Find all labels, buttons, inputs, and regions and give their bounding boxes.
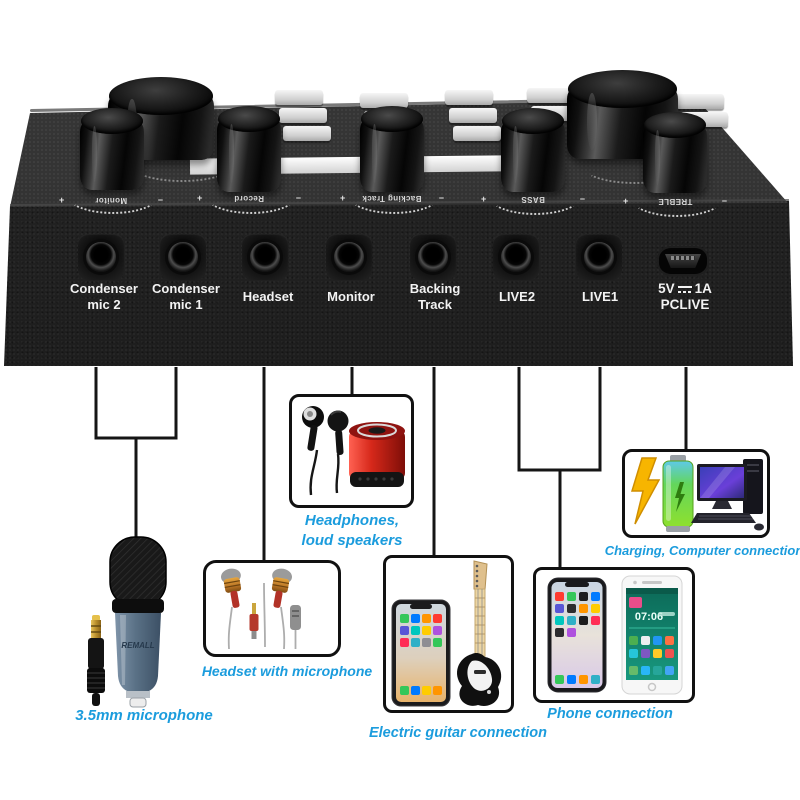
port-label-pclive: 5V 1A PCLIVE xyxy=(658,281,712,312)
jack-plug-3-5mm xyxy=(87,615,105,706)
caption-mic: 3.5mm microphone xyxy=(75,707,213,724)
electric-guitar xyxy=(457,560,502,706)
battery-icon xyxy=(662,455,694,532)
big-knob-arc xyxy=(583,150,687,184)
microphone-body: REMALL xyxy=(109,536,167,708)
panel-button xyxy=(275,90,323,105)
phones-illustration: 07:06 xyxy=(547,575,683,695)
jack-socket xyxy=(168,242,198,272)
backing-track-jack[interactable] xyxy=(410,234,456,280)
electric-guitar-box xyxy=(383,555,514,713)
caption-phone: Phone connection xyxy=(547,706,673,722)
port-label-monitor: Monitor xyxy=(327,289,375,304)
button-column-3 xyxy=(445,90,501,141)
inline-mic xyxy=(290,605,301,649)
phone-clock-text: 07:06 xyxy=(635,611,663,623)
earbud-left xyxy=(220,568,242,608)
panel-button xyxy=(527,88,575,103)
button-column-1 xyxy=(275,90,331,141)
knob-ring-monitor: + Monitor − xyxy=(59,195,163,205)
caption-guitar: Electric guitar connection xyxy=(368,725,548,741)
wire-condenser-mics xyxy=(94,367,178,540)
port-label-condenser-mic-2: Condenser mic 2 xyxy=(70,281,138,312)
computer-icon xyxy=(691,459,764,531)
knob-ring-treble: + TREBLE − xyxy=(623,196,727,206)
lightning-bolt-icon xyxy=(630,457,661,525)
earbud-right xyxy=(271,568,293,608)
headset-jack[interactable] xyxy=(242,234,288,280)
headset-with-mic-box xyxy=(203,560,341,657)
knob-arc xyxy=(347,176,441,214)
port-label-backing-track: Backing Track xyxy=(409,281,461,312)
headphones-speaker-illustration xyxy=(302,406,405,496)
usb-pins xyxy=(671,256,695,260)
usb-inner xyxy=(665,254,701,268)
condenser-microphone-illustration: REMALL xyxy=(87,536,167,708)
caption-headset: Headset with microphone xyxy=(201,663,373,679)
panel-button xyxy=(453,126,501,141)
phone-connection-box: 07:06 xyxy=(533,567,695,703)
charging-computer-box xyxy=(622,449,770,538)
panel-button xyxy=(445,90,493,105)
charging-computer-illustration xyxy=(630,455,764,532)
knob-ring-bass: + BASS − xyxy=(481,194,585,204)
panel-button xyxy=(283,126,331,141)
live1-jack[interactable] xyxy=(576,234,622,280)
wire-live-ports xyxy=(517,367,602,569)
condenser-mic-2-jack[interactable] xyxy=(78,234,124,280)
condenser-mic-1-jack[interactable] xyxy=(160,234,206,280)
iphone-x xyxy=(547,577,607,693)
big-knob-arc xyxy=(130,148,234,182)
port-label-condenser-mic-1: Condenser mic 1 xyxy=(152,281,220,312)
micro-usb-port[interactable] xyxy=(659,248,707,274)
panel-button xyxy=(449,108,497,123)
rear-knob-right[interactable] xyxy=(567,70,678,159)
caption-charging: Charging, Computer connection xyxy=(604,543,800,558)
knob-arc xyxy=(204,176,298,214)
red-speaker xyxy=(349,422,405,487)
headphones-speaker-box xyxy=(289,394,414,508)
jack-socket xyxy=(334,242,364,272)
smartphone xyxy=(391,599,451,707)
jack-socket xyxy=(501,242,531,272)
guitar-illustration xyxy=(391,560,502,707)
knob-ring-backing-track: + Backing Track − xyxy=(340,193,444,203)
port-label-live1: LIVE1 xyxy=(581,289,619,304)
cables xyxy=(227,582,286,650)
jack-plug xyxy=(249,603,259,639)
earbuds xyxy=(302,406,349,496)
monitor-jack[interactable] xyxy=(326,234,372,280)
jack-socket xyxy=(584,242,614,272)
android-phone: 07:06 xyxy=(621,575,683,695)
port-label-headset: Headset xyxy=(242,289,294,304)
panel-button xyxy=(676,94,724,109)
dc-current-symbol xyxy=(677,285,692,294)
jack-socket xyxy=(418,242,448,272)
jack-socket xyxy=(250,242,280,272)
knob-arc xyxy=(488,177,582,215)
caption-headphones: Headphones, loud speakers xyxy=(301,512,403,549)
panel-button xyxy=(279,108,327,123)
live2-jack[interactable] xyxy=(493,234,539,280)
panel-button xyxy=(360,93,408,108)
port-label-live2: LIVE2 xyxy=(498,289,536,304)
mic-brand-text: REMALL xyxy=(121,641,154,650)
headset-illustration xyxy=(220,568,301,650)
knob-arc xyxy=(66,176,160,214)
knob-arc xyxy=(630,179,724,217)
jack-socket xyxy=(86,242,116,272)
knob-ring-record: + Record − xyxy=(197,193,301,203)
